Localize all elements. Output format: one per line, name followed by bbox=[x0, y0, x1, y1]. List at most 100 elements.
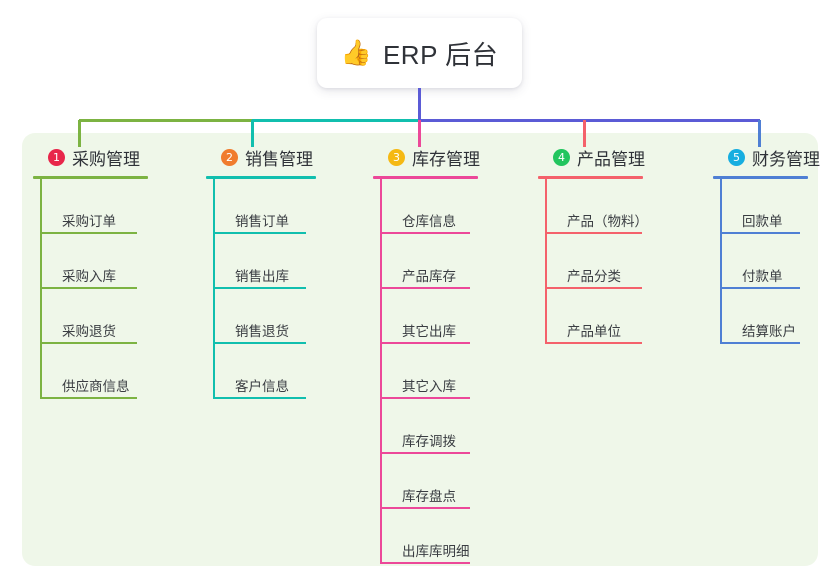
leaf-item[interactable]: 回款单 bbox=[720, 179, 808, 234]
leaf-item-rule bbox=[380, 507, 470, 509]
leaf-item-label: 销售退货 bbox=[235, 324, 289, 339]
leaf-item-rule bbox=[40, 287, 137, 289]
column-rule-2 bbox=[206, 176, 316, 179]
thumbs-up-icon: 👍 bbox=[340, 38, 372, 67]
column-rule-5 bbox=[713, 176, 808, 179]
leaf-item[interactable]: 结算账户 bbox=[720, 289, 808, 344]
leaf-item-label: 采购入库 bbox=[62, 269, 116, 284]
leaf-item-rule bbox=[380, 232, 470, 234]
column-body-2: 销售订单销售出库销售退货客户信息 bbox=[206, 179, 316, 399]
leaf-item[interactable]: 库存调拨 bbox=[380, 399, 478, 454]
leaf-item[interactable]: 销售出库 bbox=[213, 234, 316, 289]
leaf-item-rule bbox=[40, 342, 137, 344]
leaf-item-label: 仓库信息 bbox=[402, 214, 456, 229]
leaf-item[interactable]: 采购订单 bbox=[40, 179, 148, 234]
leaf-item[interactable]: 产品分类 bbox=[545, 234, 643, 289]
leaf-item-rule bbox=[380, 397, 470, 399]
leaf-item-rule bbox=[545, 232, 642, 234]
leaf-item-label: 销售出库 bbox=[235, 269, 289, 284]
leaf-item-label: 产品库存 bbox=[402, 269, 456, 284]
column-header-1[interactable]: 1 采购管理 bbox=[33, 145, 148, 169]
column-title-4: 产品管理 bbox=[577, 149, 645, 169]
column-title-3: 库存管理 bbox=[412, 149, 480, 169]
column-rule-1 bbox=[33, 176, 148, 179]
leaf-item[interactable]: 其它出库 bbox=[380, 289, 478, 344]
leaf-item[interactable]: 库存盘点 bbox=[380, 454, 478, 509]
column-4: 4 产品管理产品（物料） 产品分类产品单位 bbox=[538, 145, 648, 344]
column-spine-3 bbox=[380, 179, 382, 564]
leaf-item-label: 库存调拨 bbox=[402, 434, 456, 449]
leaf-item-label: 出库库明细 bbox=[402, 544, 470, 559]
column-title-2: 销售管理 bbox=[245, 149, 313, 169]
leaf-item-label: 采购退货 bbox=[62, 324, 116, 339]
column-body-1: 采购订单采购入库采购退货供应商信息 bbox=[33, 179, 148, 399]
column-spine-1 bbox=[40, 179, 42, 399]
leaf-item-rule bbox=[720, 287, 800, 289]
column-header-3[interactable]: 3 库存管理 bbox=[373, 145, 480, 169]
column-body-4: 产品（物料） 产品分类产品单位 bbox=[538, 179, 648, 344]
column-title-1: 采购管理 bbox=[72, 149, 140, 169]
column-1: 1 采购管理采购订单采购入库采购退货供应商信息 bbox=[33, 145, 148, 399]
leaf-item-rule bbox=[720, 342, 800, 344]
leaf-item-rule bbox=[380, 562, 470, 564]
leaf-item-label: 结算账户 bbox=[742, 324, 796, 339]
root-node-title: ERP 后台 bbox=[382, 39, 499, 70]
leaf-item-label: 采购订单 bbox=[62, 214, 116, 229]
leaf-item-rule bbox=[213, 287, 306, 289]
column-3: 3 库存管理仓库信息产品库存其它出库其它入库库存调拨库存盘点出库库明细 bbox=[373, 145, 480, 564]
root-node-content: 👍 ERP 后台 bbox=[341, 35, 498, 72]
leaf-item-rule bbox=[213, 342, 306, 344]
column-title-5: 财务管理 bbox=[752, 149, 820, 169]
leaf-item[interactable]: 产品单位 bbox=[545, 289, 643, 344]
column-spine-5 bbox=[720, 179, 722, 344]
leaf-item-rule bbox=[545, 287, 642, 289]
column-spine-4 bbox=[545, 179, 547, 344]
leaf-item-label: 其它入库 bbox=[402, 379, 456, 394]
column-spine-2 bbox=[213, 179, 215, 399]
leaf-item-label: 产品分类 bbox=[567, 269, 621, 284]
leaf-item-rule bbox=[40, 232, 137, 234]
leaf-item[interactable]: 销售订单 bbox=[213, 179, 316, 234]
leaf-item[interactable]: 产品（物料） bbox=[545, 179, 648, 234]
leaf-item-label: 回款单 bbox=[742, 214, 783, 229]
column-badge-4: 4 bbox=[553, 148, 570, 166]
leaf-item[interactable]: 客户信息 bbox=[213, 344, 316, 399]
column-header-4[interactable]: 4 产品管理 bbox=[538, 145, 645, 169]
leaf-item[interactable]: 付款单 bbox=[720, 234, 808, 289]
column-header-2[interactable]: 2 销售管理 bbox=[206, 145, 316, 169]
leaf-item-rule bbox=[213, 232, 306, 234]
leaf-item-rule bbox=[380, 287, 470, 289]
leaf-item[interactable]: 其它入库 bbox=[380, 344, 478, 399]
leaf-item[interactable]: 仓库信息 bbox=[380, 179, 478, 234]
leaf-item-label: 其它出库 bbox=[402, 324, 456, 339]
leaf-item-label: 销售订单 bbox=[235, 214, 289, 229]
leaf-item-label: 付款单 bbox=[742, 269, 783, 284]
column-body-3: 仓库信息产品库存其它出库其它入库库存调拨库存盘点出库库明细 bbox=[373, 179, 478, 564]
leaf-item-rule bbox=[380, 452, 470, 454]
column-rule-4 bbox=[538, 176, 643, 179]
leaf-item-label: 产品（物料） bbox=[567, 214, 648, 229]
leaf-item-label: 库存盘点 bbox=[402, 489, 456, 504]
column-badge-1: 1 bbox=[48, 148, 65, 166]
column-badge-3: 3 bbox=[388, 148, 405, 166]
leaf-item-rule bbox=[720, 232, 800, 234]
leaf-item[interactable]: 采购入库 bbox=[40, 234, 148, 289]
column-2: 2 销售管理销售订单销售出库销售退货客户信息 bbox=[206, 145, 316, 399]
column-badge-2: 2 bbox=[221, 148, 238, 166]
leaf-item-rule bbox=[40, 397, 137, 399]
leaf-item[interactable]: 出库库明细 bbox=[380, 509, 478, 564]
leaf-item-rule bbox=[213, 397, 306, 399]
root-node-card[interactable]: 👍 ERP 后台 bbox=[317, 18, 522, 88]
diagram-panel bbox=[22, 133, 818, 566]
leaf-item[interactable]: 产品库存 bbox=[380, 234, 478, 289]
leaf-item[interactable]: 供应商信息 bbox=[40, 344, 148, 399]
leaf-item-label: 客户信息 bbox=[235, 379, 289, 394]
leaf-item[interactable]: 销售退货 bbox=[213, 289, 316, 344]
leaf-item-label: 供应商信息 bbox=[62, 379, 130, 394]
leaf-item-label: 产品单位 bbox=[567, 324, 621, 339]
column-rule-3 bbox=[373, 176, 478, 179]
leaf-item[interactable]: 采购退货 bbox=[40, 289, 148, 344]
